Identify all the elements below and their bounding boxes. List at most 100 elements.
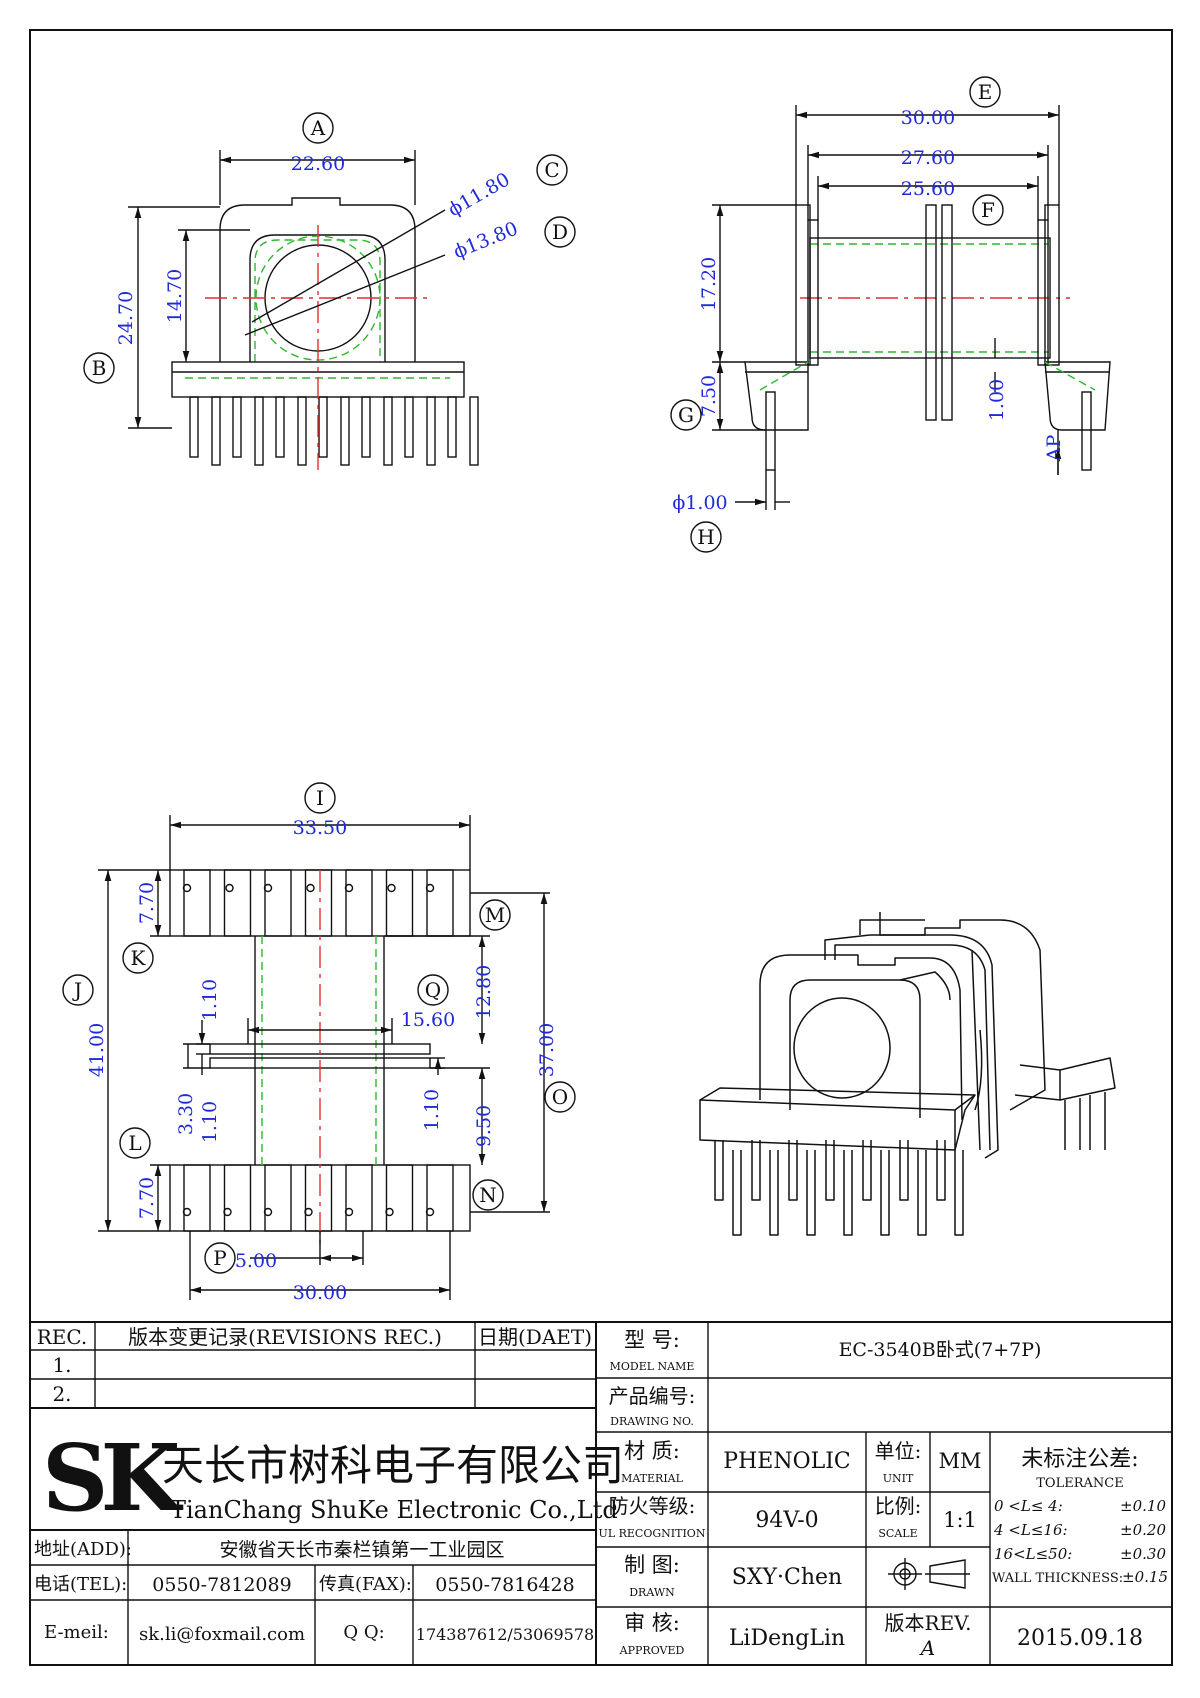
label-l: L [128, 1131, 141, 1155]
label-k: K [131, 946, 147, 970]
top-pad [304, 869, 333, 937]
drawn-label-en: DRAWN [629, 1586, 675, 1599]
fire-label-en: UL RECOGNITION [599, 1527, 706, 1540]
label-n: N [479, 1183, 497, 1207]
iso-pin [769, 1150, 779, 1236]
iso-pin [825, 1140, 835, 1201]
bottom-dim-t-top: 1.10 [199, 979, 221, 1021]
company-name-cn: 天长市树科电子有限公司 [162, 1441, 624, 1490]
material-value: PHENOLIC [723, 1449, 850, 1474]
bottom-pin-hole [425, 1207, 435, 1217]
bottom-dim-row-bot: 7.70 [136, 1177, 158, 1219]
tel-value: 0550-7812089 [152, 1574, 291, 1596]
top-pin-hole [344, 883, 354, 893]
unit-value: MM [938, 1449, 981, 1473]
bottom-dim-width: 33.50 [293, 817, 347, 839]
iso-pin [732, 1150, 742, 1236]
top-pad [183, 869, 211, 937]
material-label-en: MATERIAL [621, 1472, 684, 1485]
unit-label-cn: 单位: [875, 1439, 922, 1463]
label-e: E [978, 80, 993, 104]
top-pin-hole [306, 883, 315, 893]
sheet-border [29, 29, 1173, 1666]
front-dim-d1: ϕ11.80 [444, 168, 513, 221]
drawing-no-label-cn: 产品编号: [609, 1384, 696, 1408]
bottom-dim-total: 41.00 [86, 1023, 108, 1077]
rev-value: A [919, 1636, 935, 1660]
bottom-dim-pin-span: 30.00 [293, 1282, 347, 1304]
front-pin [297, 396, 307, 466]
iso-pin [917, 1150, 927, 1236]
front-pin [340, 396, 350, 466]
rev-date-header: 日期(DAET) [478, 1325, 592, 1349]
company-name-en: TianChang ShuKe Electronic Co.,Ltd [170, 1496, 618, 1524]
iso-pin [788, 1140, 798, 1201]
label-d: D [552, 220, 568, 244]
side-dim-pin-d: ϕ1.00 [672, 492, 727, 514]
iso-pin [714, 1140, 724, 1201]
bottom-dim-flange-w: 15.60 [401, 1009, 455, 1031]
front-dim-width: 22.60 [291, 153, 345, 175]
iso-pin [862, 1140, 872, 1201]
iso-pin [954, 1150, 964, 1236]
front-pin [232, 396, 242, 458]
material-label-cn: 材 质: [624, 1439, 680, 1463]
front-view [83, 112, 576, 470]
fax-label: 传真(FAX): [319, 1574, 412, 1595]
rev-desc-header: 版本变更记录(REVISIONS REC.) [128, 1325, 442, 1349]
unit-label-en: UNIT [883, 1472, 914, 1485]
address-value: 安徽省天长市秦栏镇第一工业园区 [219, 1539, 504, 1561]
bottom-pad [304, 1164, 333, 1232]
iso-pin [806, 1150, 816, 1236]
front-dim-height-core: 14.70 [164, 269, 186, 323]
approved-label-en: APPROVED [619, 1644, 685, 1657]
side-dim-w3: 25.60 [901, 178, 955, 200]
bottom-dim-t-bot-r: 1.10 [421, 1089, 443, 1131]
bottom-dim-pitch: 5.00 [235, 1250, 277, 1272]
front-pin [383, 396, 393, 466]
side-dim-ap: AP [1043, 435, 1065, 463]
side-dim-w1: 30.00 [901, 107, 955, 129]
top-pad [345, 869, 373, 937]
address-label: 地址(ADD): [34, 1539, 132, 1560]
model-label-cn: 型 号: [624, 1328, 680, 1352]
bottom-dim-row-top: 7.70 [136, 882, 158, 924]
label-p: P [213, 1246, 226, 1270]
bottom-pin-hole [223, 1207, 232, 1217]
bottom-pin-hole [263, 1207, 273, 1217]
drawn-label-cn: 制 图: [624, 1553, 680, 1577]
bottom-dim-gap: 3.30 [175, 1093, 197, 1135]
rev-row-2: 2. [52, 1382, 71, 1406]
front-pin [254, 396, 264, 466]
bottom-dim-span: 37.00 [536, 1023, 558, 1077]
iso-pin [936, 1140, 946, 1201]
model-value: EC-3540B卧式(7+7P) [839, 1339, 1042, 1361]
bottom-pin-hole [304, 1207, 313, 1217]
bottom-pad [223, 1164, 252, 1232]
front-pin [469, 396, 479, 466]
email-label: E-meil: [44, 1622, 109, 1643]
top-pad [426, 869, 454, 937]
bottom-pad [426, 1164, 454, 1232]
front-dim-d2: ϕ13.80 [450, 218, 521, 264]
bottom-dim-t-bot-l: 1.10 [199, 1101, 221, 1143]
front-pin [318, 396, 328, 458]
label-c: C [544, 158, 559, 182]
tolerance-value-1: ±0.10 [1120, 1497, 1166, 1515]
qq-label: Q Q: [343, 1622, 384, 1643]
top-pad [385, 869, 414, 937]
label-a: A [310, 116, 326, 140]
fax-value: 0550-7816428 [435, 1574, 574, 1596]
date-value: 2015.09.18 [1017, 1626, 1143, 1651]
front-pin [426, 396, 436, 466]
top-pin-hole [263, 883, 273, 893]
tolerance-range-3: 16<L≤50: [994, 1545, 1072, 1563]
email-value: sk.li@foxmail.com [139, 1624, 305, 1645]
top-pin-hole [182, 883, 192, 893]
isometric-view [699, 912, 1116, 1236]
rev-header: REC. [37, 1325, 88, 1349]
scale-label-en: SCALE [878, 1527, 917, 1540]
bottom-pin-hole [385, 1207, 394, 1217]
fire-value: 94V-0 [755, 1508, 818, 1533]
side-dim-t: 1.00 [986, 379, 1008, 421]
